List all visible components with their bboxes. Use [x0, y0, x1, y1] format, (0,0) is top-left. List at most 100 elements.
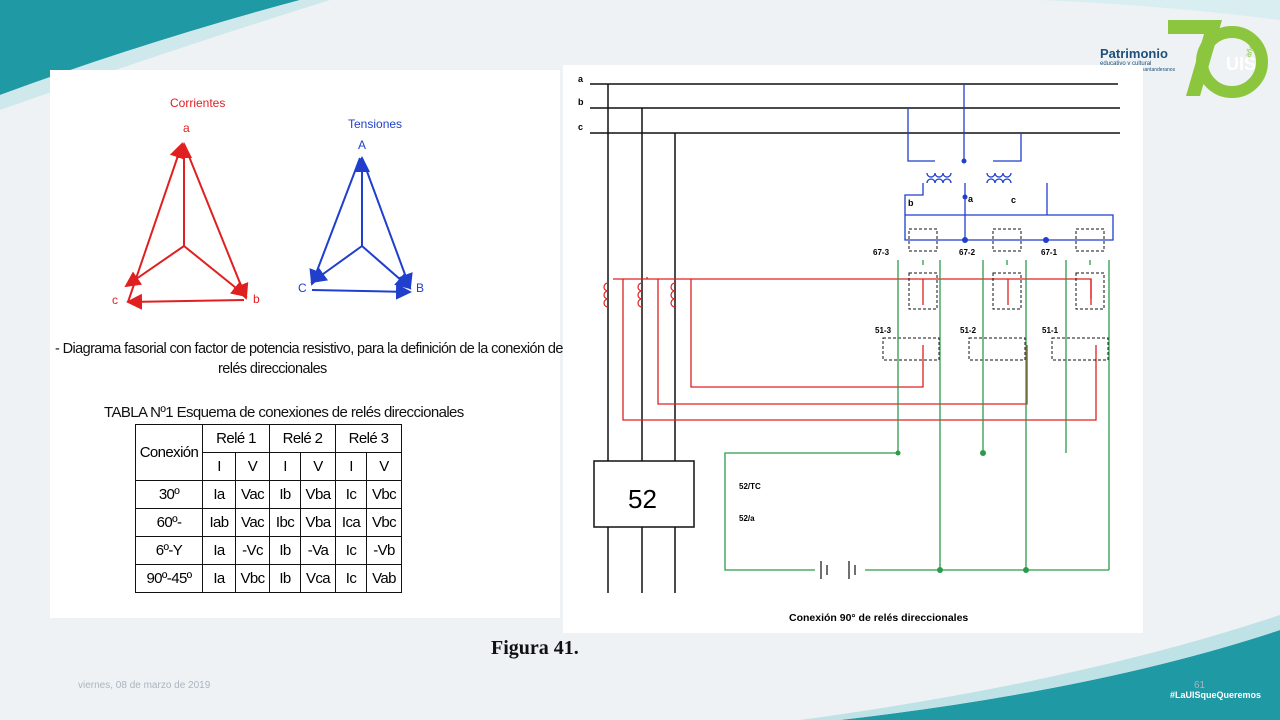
relay-51-3: 51-3	[875, 326, 892, 335]
table-cell: Vba	[300, 508, 336, 537]
breaker-52	[593, 460, 695, 528]
table-cell: Ibc	[269, 508, 301, 537]
current-label-c: c	[112, 293, 118, 307]
bus-label-a: a	[578, 74, 584, 84]
top-right-swoosh	[1040, 0, 1280, 20]
table-cell: Vbc	[366, 480, 402, 509]
table-row: 90º-45º Ia Vbc Ib Vca Ic Vab	[135, 564, 402, 593]
trip-coil-label: 52/TC	[739, 482, 761, 491]
table-header-rele-2: Relé 2	[269, 424, 336, 453]
relay-51-2: 51-2	[960, 326, 977, 335]
table-header-conexion: Conexión	[135, 424, 203, 481]
relay-67-2: 67-2	[959, 248, 976, 257]
connection-table: Conexión Relé 1 Relé 2 Relé 3 I V I V I …	[135, 424, 402, 593]
relay-67-3: 67-3	[873, 248, 890, 257]
table-cell: Vba	[300, 480, 336, 509]
table-cell-conexion: 6º-Y	[135, 536, 203, 565]
table-row: 60º- Iab Vac Ibc Vba Ica Vbc	[135, 508, 402, 537]
table-cell: Ia	[202, 536, 236, 565]
hashtag: #LaUISqueQueremos	[1170, 690, 1262, 700]
current-label-b: b	[253, 292, 260, 306]
figure-caption: Figura 41.	[491, 637, 579, 659]
relay-67-1: 67-1	[1041, 248, 1058, 257]
table-cell: Iab	[202, 508, 236, 537]
bus-label-b: b	[578, 97, 584, 107]
table-cell-conexion: 60º-	[135, 508, 203, 537]
table-cell: Ia	[202, 480, 236, 509]
table-cell: Ib	[269, 480, 301, 509]
table-cell: -Va	[300, 536, 336, 565]
logo-title: Patrimonio	[1100, 46, 1168, 61]
voltage-label-a: A	[358, 138, 366, 152]
pt-label-a: a	[968, 194, 974, 204]
table-cell: Ic	[335, 480, 367, 509]
logo-subtitle-1: educativo y cultural	[1100, 61, 1152, 67]
table-cell: Vca	[300, 564, 336, 593]
feeder-lines	[607, 84, 676, 593]
table-row: 30º Ia Vac Ib Vba Ic Vbc	[135, 480, 402, 509]
table-cell: Vbc	[235, 564, 270, 593]
pt-label-c: c	[1011, 195, 1016, 205]
table-sub-i: I	[335, 452, 367, 481]
table-subheader-row: I V I V I V	[136, 452, 402, 481]
current-label-a: a	[183, 121, 190, 135]
table-cell: -Vb	[366, 536, 402, 565]
ct-wiring	[613, 277, 1097, 421]
bus-bars	[590, 83, 1120, 134]
table-sub-i: I	[202, 452, 236, 481]
current-transformers	[603, 282, 676, 308]
voltage-label-c: C	[298, 281, 307, 295]
pt-label-b: b	[908, 198, 914, 208]
table-cell-conexion: 30º	[135, 480, 203, 509]
voltage-label-b: B	[416, 281, 424, 295]
top-left-swoosh	[0, 0, 300, 95]
breaker-label: 52	[628, 484, 657, 514]
page-number: 61	[1194, 680, 1206, 691]
description-line-2: relés direccionales	[218, 361, 327, 377]
table-cell: Ica	[335, 508, 367, 537]
potential-transformers	[904, 84, 1114, 241]
table-cell: Ic	[335, 564, 367, 593]
table-cell: Ic	[335, 536, 367, 565]
table-cell: Vac	[235, 508, 270, 537]
table-cell: Ib	[269, 536, 301, 565]
relay-51-1: 51-1	[1042, 326, 1059, 335]
table-row: 6º-Y Ia -Vc Ib -Va Ic -Vb	[135, 536, 402, 565]
bottom-right-swoosh	[840, 630, 1280, 720]
relay-schematic: a b c 52	[578, 74, 1120, 624]
table-sub-i: I	[269, 452, 301, 481]
description-line-1: - Diagrama fasorial con factor de potenc…	[55, 341, 584, 357]
table-cell: -Vc	[235, 536, 270, 565]
table-sub-v: V	[366, 452, 402, 481]
table-header-rele-1: Relé 1	[202, 424, 270, 453]
table-header-row: Conexión Relé 1 Relé 2 Relé 3	[135, 424, 402, 481]
table-cell: Ia	[202, 564, 236, 593]
uis-70-logo: UIS años	[1168, 20, 1268, 98]
logo-subtitle-2: santanderanos	[1142, 67, 1176, 73]
footer-date: viernes, 08 de marzo de 2019	[78, 680, 211, 691]
logo-text: Patrimonio educativo y cultural santande…	[1100, 46, 1175, 73]
currents-title: Corrientes	[170, 96, 225, 110]
table-cell: Vac	[235, 480, 270, 509]
table-cell-conexion: 90º-45º	[135, 564, 203, 593]
current-phasors	[124, 142, 249, 310]
schematic-panel	[563, 65, 1143, 633]
svg-text:UIS: UIS	[1226, 54, 1256, 74]
table-header-rele-3: Relé 3	[335, 424, 402, 453]
voltage-phasors	[309, 156, 413, 300]
aux-contact-label: 52/a	[739, 514, 755, 523]
table-cell: Vab	[366, 564, 402, 593]
trip-circuit	[724, 260, 1110, 571]
table-cell: Vbc	[366, 508, 402, 537]
table-cell: Ib	[269, 564, 301, 593]
schematic-caption: Conexión 90° de relés direccionales	[789, 612, 968, 624]
bus-label-c: c	[578, 122, 583, 132]
table-title: TABLA Nº1 Esquema de conexiones de relés…	[104, 404, 464, 421]
table-sub-v: V	[235, 452, 270, 481]
table-sub-v: V	[300, 452, 336, 481]
battery	[820, 561, 856, 579]
relay-boxes	[882, 228, 1109, 361]
voltages-title: Tensiones	[348, 117, 402, 131]
phasor-diagrams: Corrientes a b c Tensiones A B C	[112, 96, 424, 310]
